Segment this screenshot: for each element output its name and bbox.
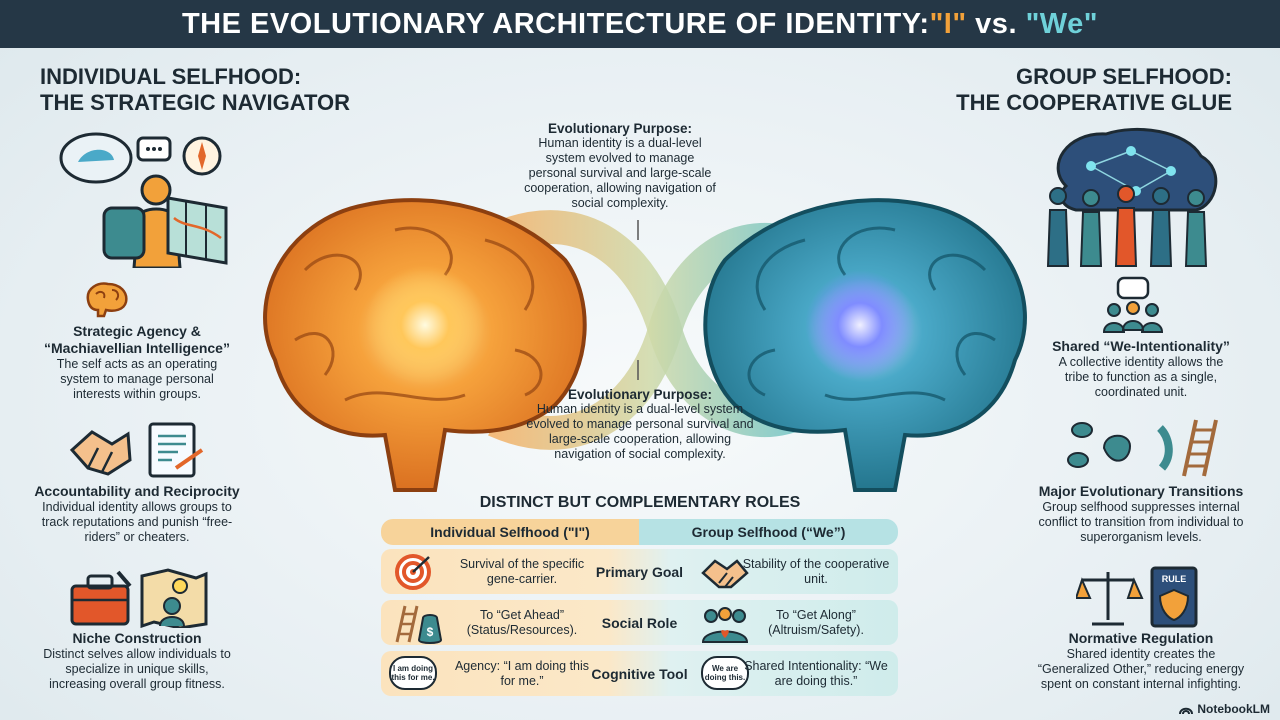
bubble-we-icon: We are doing this. [701,656,749,690]
brand: NotebookLM [1179,702,1270,716]
group-heading-line2: THE COOPERATIVE GLUE [956,90,1232,115]
feature-title: Niche Construction [72,630,202,646]
toolbox-map-icon [70,568,208,628]
feature-desc: Shared identity creates the “Generalized… [1037,647,1245,691]
group-chat-icon [1102,276,1164,333]
feature-desc: A collective identity allows the tribe t… [1058,355,1224,399]
roles-title: DISTINCT BUT COMPLEMENTARY ROLES [479,494,801,511]
feature-accountability: Accountability and Reciprocity Individua… [12,483,262,545]
feature-evolutionary-transitions: Major Evolutionary Transitions Group sel… [1016,483,1266,545]
title-vs: vs. [966,7,1026,40]
roles-row-primary-goal: Survival of the specific gene-carrier. P… [381,549,898,594]
feature-we-intentionality: Shared “We-Intentionality” A collective … [1016,338,1266,400]
role-label: Cognitive Tool [591,665,688,682]
purpose-top: Evolutionary Purpose: Human identity is … [520,121,720,211]
rule-book-label: RULE [1162,574,1187,584]
group-heart-icon [701,607,749,643]
bubble-i-icon: I am doing this for me. [389,656,437,690]
title-prefix: THE EVOLUTIONARY ARCHITECTURE OF IDENTIT… [181,7,930,40]
feature-desc: Group selfhood suppresses internal confl… [1038,500,1244,544]
navigator-traveler-icon [59,132,228,268]
purpose-bottom-text: Human identity is a dual-level system ev… [526,402,754,461]
bubble-we-text: We are doing this. [704,664,746,682]
role-left-text: Survival of the specific gene-carrier. [459,556,585,586]
individual-heading-line1: INDIVIDUAL SELFHOOD: [40,64,302,89]
evolution-cells-ladder-icon [1067,419,1218,477]
role-label: Primary Goal [595,563,684,580]
feature-desc: The self acts as an operating system to … [56,357,218,401]
feature-title: “Machiavellian Intelligence” [44,340,230,356]
feature-title: Major Evolutionary Transitions [1038,483,1244,499]
purpose-bottom: Evolutionary Purpose: Human identity is … [520,387,760,462]
money-bag-symbol: $ [427,625,434,639]
target-icon [395,554,431,590]
feature-title: Accountability and Reciprocity [34,483,240,499]
title-i: "I" [929,7,967,40]
group-heading: GROUP SELFHOOD: THE COOPERATIVE GLUE [956,64,1232,116]
brand-name: NotebookLM [1197,702,1270,716]
individual-heading-line2: THE STRATEGIC NAVIGATOR [40,90,351,115]
roles-header-group: Group Selfhood (“We”) [639,519,898,545]
role-right-text: To “Get Along” (Altruism/Safety). [768,607,864,637]
roles-header-individual: Individual Selfhood ("I") [381,519,639,545]
handshake-contract-icon [69,422,204,478]
purpose-top-text: Human identity is a dual-level system ev… [524,136,716,210]
feature-title: Normative Regulation [1068,630,1214,646]
individual-heading: INDIVIDUAL SELFHOOD: THE STRATEGIC NAVIG… [40,64,350,116]
feature-desc: Distinct selves allow individuals to spe… [43,647,231,691]
handshake-icon [701,559,749,589]
crowd-network-icon [1046,127,1218,267]
small-brain-icon [86,282,128,318]
feature-normative-regulation: Normative Regulation Shared identity cre… [1016,630,1266,692]
feature-strategic-agency: Strategic Agency & “Machiavellian Intell… [12,323,262,402]
feature-desc: Individual identity allows groups to tra… [41,500,233,544]
roles-row-cognitive-tool: I am doing this for me. Agency: “I am do… [381,651,898,696]
title-we: "We" [1025,7,1099,40]
brains-infinity-illustration [263,198,1027,492]
role-label: Social Role [601,614,678,631]
bubble-i-text: I am doing this for me. [391,664,435,682]
role-right-text: Stability of the cooperative unit. [742,556,890,586]
role-right-text: Shared Intentionality: “We are doing thi… [744,658,888,688]
roles-row-social-role: $ To “Get Ahead” (Status/Resources). Soc… [381,600,898,645]
title-bar: THE EVOLUTIONARY ARCHITECTURE OF IDENTIT… [0,0,1280,48]
ladder-money-icon: $ [395,605,443,644]
group-heading-line1: GROUP SELFHOOD: [1016,64,1232,89]
feature-niche-construction: Niche Construction Distinct selves allow… [12,630,262,692]
purpose-bottom-title: Evolutionary Purpose: [567,387,713,402]
feature-title: Strategic Agency & [73,323,201,339]
role-left-text: To “Get Ahead” (Status/Resources). [466,607,578,637]
purpose-top-title: Evolutionary Purpose: [547,121,693,136]
scales-rulebook-icon: RULE [1076,566,1198,628]
role-left-text: Agency: “I am doing this for me.” [454,658,590,688]
notebooklm-logo-icon [1179,707,1194,715]
feature-title: Shared “We-Intentionality” [1052,338,1230,354]
